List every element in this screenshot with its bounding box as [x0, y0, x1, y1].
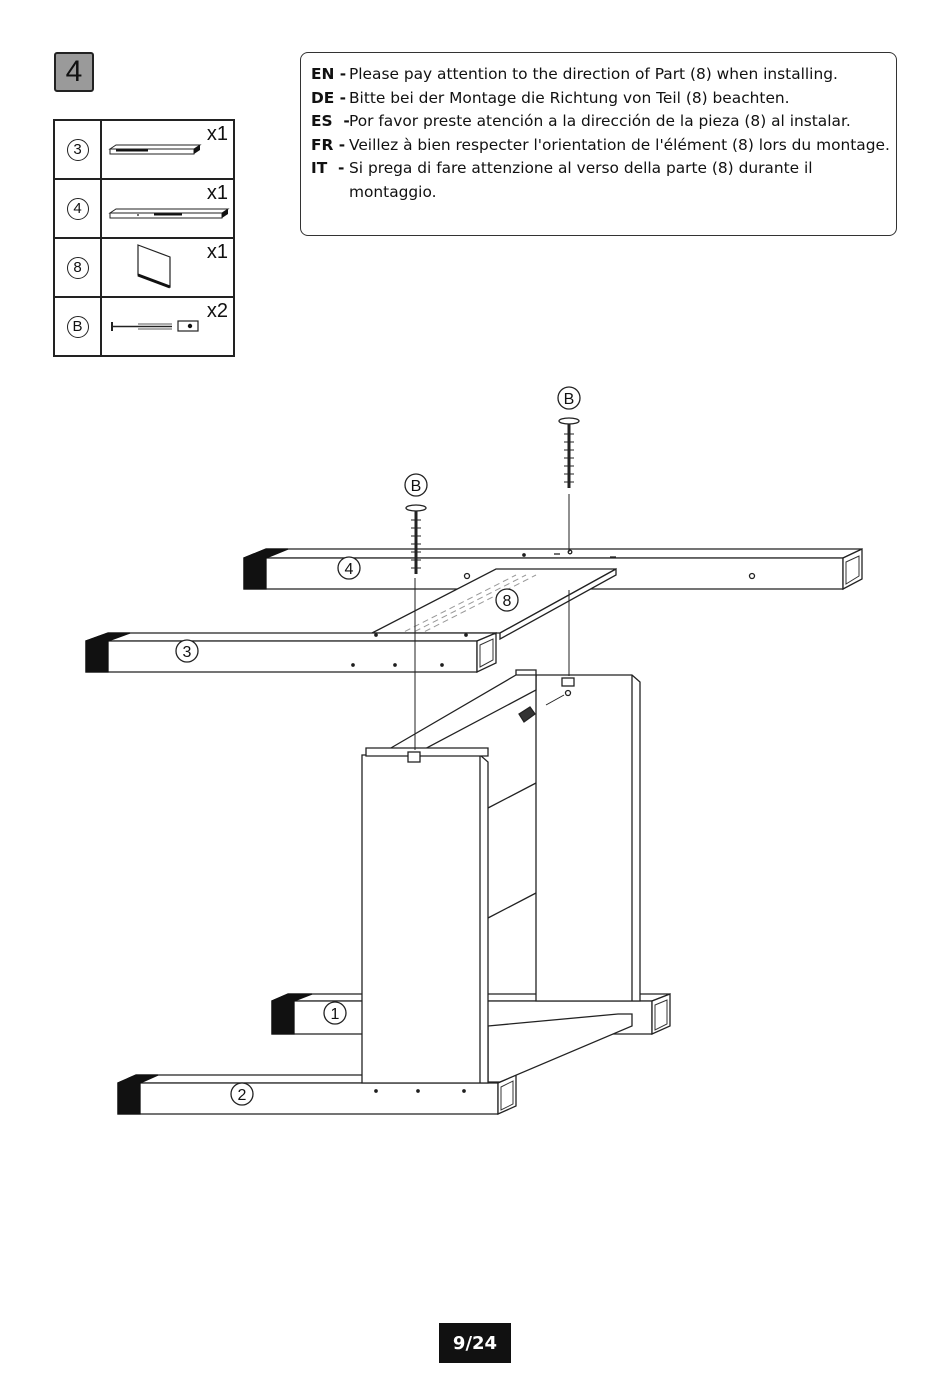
notice-es: ES -Por favor preste atención a la direc…	[311, 112, 851, 131]
assembly-diagram: B B 4 8 3 1 2	[85, 386, 863, 1116]
part-id: 8	[66, 256, 89, 279]
part-quantity: x2	[206, 300, 228, 322]
middle-beam-line	[487, 782, 537, 809]
panel-icon	[137, 244, 171, 289]
page-number: 9/24	[439, 1323, 511, 1363]
lower-beam-line	[487, 892, 537, 919]
callout-bolt-a: B	[404, 473, 428, 497]
part-row-8: 8 x1	[53, 237, 235, 298]
part-row-B: B x2	[53, 296, 235, 357]
barrel-nut-icon	[518, 689, 572, 723]
bottom-stretcher	[487, 1013, 633, 1083]
part-id: B	[66, 315, 89, 338]
svg-text:3: 3	[183, 644, 192, 661]
long-rail-icon	[108, 144, 202, 155]
callout-rail-3: 3	[175, 639, 199, 663]
bolt-b-right	[558, 417, 580, 488]
hole	[374, 1089, 378, 1093]
bolt-b-left	[405, 504, 427, 574]
front-leg-panel	[361, 747, 489, 1084]
part-row-4: 4 x1	[53, 178, 235, 239]
part-quantity: x1	[206, 241, 228, 263]
step-number-badge: 4	[54, 52, 94, 92]
part-quantity: x1	[206, 182, 228, 204]
callout-base-1: 1	[323, 1001, 347, 1025]
callout-rail-4: 4	[337, 556, 361, 580]
rail-3	[85, 632, 497, 674]
parts-list: 3 x1 4 x1 8	[53, 119, 235, 357]
svg-text:1: 1	[331, 1006, 340, 1023]
svg-text:2: 2	[238, 1087, 247, 1104]
notice-fr: FR -Veillez à bien respecter l'orientati…	[311, 135, 890, 154]
callout-bolt-b: B	[557, 386, 581, 410]
svg-text:4: 4	[345, 561, 354, 578]
long-rail-with-holes-icon	[108, 208, 230, 219]
svg-text:B: B	[564, 391, 575, 408]
bolt-and-barrel-nut-icon	[111, 320, 199, 332]
hole	[416, 1089, 420, 1093]
callout-base-2: 2	[230, 1082, 254, 1106]
top-connecting-beam	[383, 674, 537, 761]
installation-notice: EN -Please pay attention to the directio…	[300, 52, 897, 236]
svg-text:8: 8	[503, 593, 512, 610]
part-id: 4	[66, 197, 89, 220]
part-id: 3	[66, 138, 89, 161]
hole	[462, 1089, 466, 1093]
back-leg-panel	[515, 669, 641, 1002]
part-row-3: 3 x1	[53, 119, 235, 180]
notice-en: EN -Please pay attention to the directio…	[311, 65, 838, 83]
part-quantity: x1	[206, 123, 228, 145]
svg-text:B: B	[411, 478, 422, 495]
callout-panel-8: 8	[495, 588, 519, 612]
notice-de: DE -Bitte bei der Montage die Richtung v…	[311, 88, 790, 107]
notice-it: IT -Si prega di fare attenzione al verso…	[311, 159, 813, 201]
